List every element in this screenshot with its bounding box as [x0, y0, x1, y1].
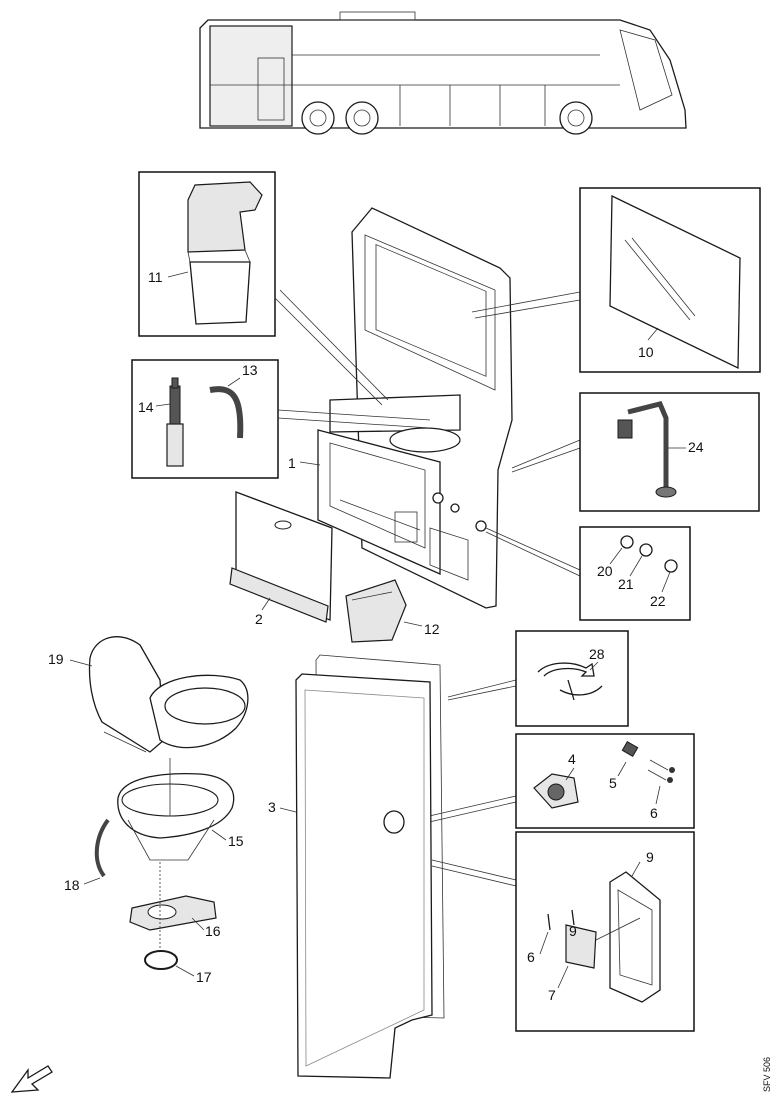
part-12: 12 — [345, 579, 440, 643]
direction-arrow-icon — [10, 1065, 53, 1093]
callout-5: 5 — [609, 775, 617, 791]
callout-21: 21 — [618, 576, 634, 592]
callout-15: 15 — [228, 833, 244, 849]
callout-6-small: 6 — [527, 949, 535, 965]
callout-11: 11 — [148, 269, 163, 285]
callout-6: 6 — [650, 805, 658, 821]
callout-1: 1 — [288, 455, 296, 471]
callout-19: 19 — [48, 651, 64, 667]
box-waste-bin: 11 — [138, 171, 276, 337]
box-soap-dispenser: 14 13 — [131, 359, 279, 479]
callout-22: 22 — [650, 593, 666, 609]
callout-20: 20 — [597, 563, 613, 579]
box-caps: 20 21 22 — [579, 526, 691, 621]
callout-13: 13 — [242, 362, 258, 378]
box-tap: 24 — [579, 392, 760, 512]
callout-2: 2 — [255, 611, 263, 627]
bus-overview-illustration — [199, 11, 687, 135]
callout-16: 16 — [205, 923, 221, 939]
callout-24: 24 — [688, 439, 704, 455]
callout-4: 4 — [568, 751, 576, 767]
box-28: 28 — [515, 630, 629, 727]
washbasin-unit: 1 — [288, 207, 513, 609]
callout-3: 3 — [268, 799, 276, 815]
callout-9-small: 9 — [569, 923, 577, 939]
figure-code: SFV 506 — [762, 1057, 772, 1092]
callout-28: 28 — [589, 646, 605, 662]
leader-lines — [274, 289, 581, 887]
toilet-assembly: 19 15 18 16 17 — [48, 636, 249, 985]
callout-7: 7 — [548, 987, 556, 1003]
box-mirror: 10 — [579, 187, 761, 373]
callout-18: 18 — [64, 877, 80, 893]
panel-2: 2 — [229, 491, 333, 627]
callout-12: 12 — [424, 621, 440, 637]
callout-9-top: 9 — [646, 849, 654, 865]
callout-14: 14 — [138, 399, 154, 415]
wall-panel-3: 3 — [268, 654, 445, 1079]
callout-17: 17 — [196, 969, 212, 985]
callout-10: 10 — [638, 344, 654, 360]
box-cover: 9 9 6 7 — [515, 831, 695, 1032]
box-latch: 4 5 6 — [515, 733, 695, 829]
